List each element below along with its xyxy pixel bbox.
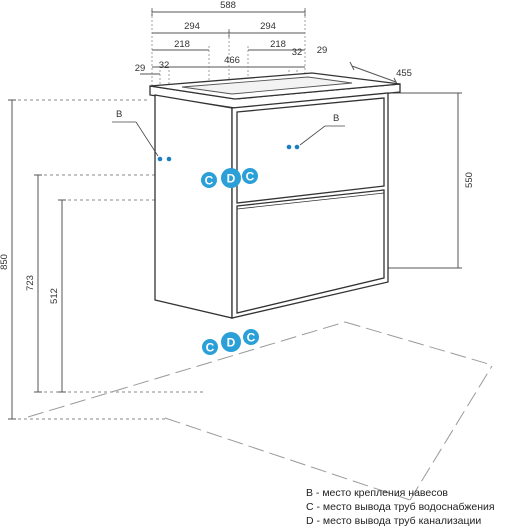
svg-text:C: C (206, 341, 215, 355)
hanger-leaders (112, 121, 345, 157)
svg-text:C: C (246, 170, 255, 184)
dim-half-left: 294 (184, 21, 200, 32)
marker-c-upper-right: C (242, 168, 258, 184)
marker-c-lower-right: C (243, 329, 259, 345)
cabinet-body (154, 92, 389, 319)
dim-height-512: 512 (49, 288, 60, 304)
hanger-hole-left-1 (157, 156, 163, 162)
hanger-hole-right-2 (286, 144, 292, 150)
dim-hole-left: 32 (159, 60, 170, 71)
marker-d-lower: D (221, 332, 241, 352)
dim-overall-width: 588 (220, 0, 236, 11)
dimension-texts: 588 294 294 218 218 466 29 32 32 29 455 … (0, 0, 475, 304)
dim-body-height: 550 (464, 172, 475, 188)
countertop (149, 72, 401, 109)
marker-c-upper-left: C (201, 172, 217, 188)
floor-outline (27, 321, 493, 501)
dim-half-right: 294 (260, 21, 276, 32)
hanger-label-left: B (116, 109, 122, 120)
dim-depth: 455 (396, 68, 412, 79)
dim-inner-width: 466 (224, 55, 240, 66)
dim-edge-right: 29 (317, 45, 328, 56)
dim-offset-left: 218 (174, 39, 190, 50)
hanger-label-right: B (333, 113, 339, 124)
dim-hole-right: 32 (292, 47, 303, 58)
svg-text:C: C (247, 331, 256, 345)
legend-item-water-pipes: C - место вывода труб водоснабжения (306, 501, 495, 513)
pipe-markers-lower: C D C (202, 329, 259, 355)
height-dimension-lines (8, 92, 462, 420)
svg-text:C: C (205, 174, 214, 188)
pipe-markers-upper: C D C (201, 168, 258, 188)
mounting-holes (157, 144, 300, 162)
dim-offset-right: 218 (270, 39, 286, 50)
dim-total-height: 850 (0, 254, 10, 270)
dim-edge-left: 29 (135, 63, 146, 74)
hanger-hole-left-2 (166, 156, 172, 162)
hanger-hole-right-1 (294, 144, 300, 150)
svg-text:D: D (227, 172, 236, 186)
legend-item-hangers: B - место крепления навесов (306, 487, 449, 499)
marker-c-lower-left: C (202, 339, 218, 355)
marker-d-upper: D (221, 168, 241, 188)
dim-height-723: 723 (25, 275, 36, 291)
legend-item-drain-pipes: D - место вывода труб канализации (306, 515, 482, 527)
svg-text:D: D (227, 336, 236, 350)
